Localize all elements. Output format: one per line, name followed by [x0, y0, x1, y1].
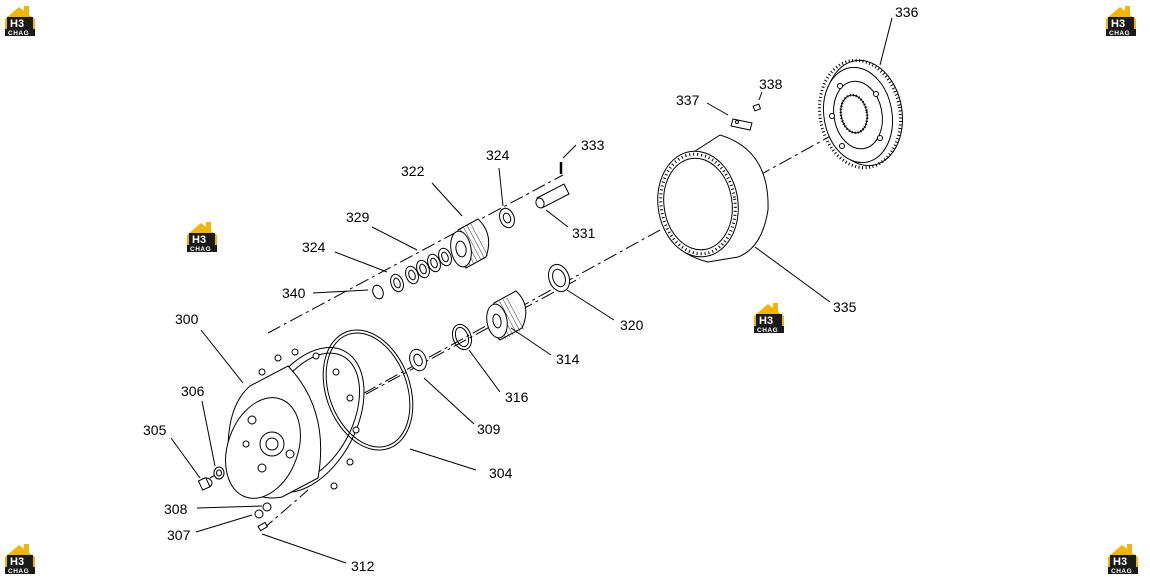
part-305-plug [197, 476, 213, 491]
logo-top-text: H3 [1111, 18, 1125, 30]
callout-329: 329 [346, 209, 370, 225]
callout-320: 320 [620, 317, 644, 333]
logo-bottom-text: CHAG [1111, 568, 1132, 575]
callout-324-front: 324 [302, 239, 326, 255]
logo-bottom-text: CHAG [1109, 30, 1130, 37]
part-337-lock-plate [730, 118, 753, 131]
callout-331: 331 [572, 225, 596, 241]
part-308-washer [262, 502, 272, 512]
callout-336: 336 [895, 4, 919, 20]
logo-watermark-bottom-right: H3 CHAG [1108, 544, 1138, 575]
callout-306: 306 [181, 383, 205, 399]
callout-304: 304 [489, 465, 513, 481]
callout-labels: 300 304 305 306 307 308 309 312 314 316 … [143, 4, 919, 574]
part-331-planet-pin [535, 183, 570, 209]
part-314-sun-gear [486, 290, 527, 341]
callout-316: 316 [505, 389, 529, 405]
logo-watermark-top-right: H3 CHAG [1106, 6, 1136, 37]
part-340-snap-ring [372, 284, 384, 300]
callout-300: 300 [175, 311, 199, 327]
logo-watermark-bottom-left: H3 CHAG [5, 544, 35, 575]
callout-305: 305 [143, 422, 167, 438]
part-316-snap-ring [451, 323, 473, 351]
part-304-o-ring [322, 329, 414, 451]
callout-335: 335 [833, 299, 857, 315]
logo-top-text: H3 [1113, 556, 1127, 568]
part-312-screw [257, 521, 269, 532]
callout-338: 338 [759, 76, 783, 92]
callout-309: 309 [477, 421, 501, 437]
callout-307: 307 [167, 527, 191, 543]
logo-top-text: H3 [10, 556, 24, 568]
part-329-needle-bearings [405, 247, 452, 285]
logo-top-text: H3 [10, 18, 24, 30]
logo-watermark-left: H3 CHAG [187, 222, 217, 253]
part-335-ring-gear [657, 134, 769, 263]
callout-312: 312 [351, 558, 375, 574]
logo-bottom-text: CHAG [757, 327, 778, 334]
logo-watermark-top-left: H3 CHAG [5, 6, 35, 37]
logo-watermark-center: H3 CHAG [754, 303, 784, 334]
callout-314: 314 [556, 351, 580, 367]
part-338-screw [752, 103, 762, 112]
logo-bottom-text: CHAG [8, 568, 29, 575]
callout-337: 337 [676, 92, 700, 108]
leader-lines [170, 17, 893, 564]
part-320-thrust-ring [547, 263, 571, 293]
part-324-thrust-washer-front [390, 273, 404, 293]
part-336-carrier-gear [818, 58, 904, 170]
logo-bottom-text: CHAG [190, 246, 211, 253]
callout-333: 333 [581, 137, 605, 153]
callout-322: 322 [401, 163, 425, 179]
part-306-washer [213, 466, 225, 480]
logo-top-text: H3 [192, 234, 206, 246]
part-307-plug [254, 509, 264, 519]
callout-308: 308 [164, 501, 188, 517]
part-324-thrust-washer-rear [499, 207, 515, 229]
part-322-planet-gear [450, 218, 491, 269]
callout-324-rear: 324 [486, 147, 510, 163]
logo-bottom-text: CHAG [8, 30, 29, 37]
callout-340: 340 [282, 285, 306, 301]
logo-top-text: H3 [759, 315, 773, 327]
part-300-housing [225, 347, 365, 499]
part-309-washer [409, 348, 427, 372]
flange-bolt-holes [258, 348, 360, 490]
